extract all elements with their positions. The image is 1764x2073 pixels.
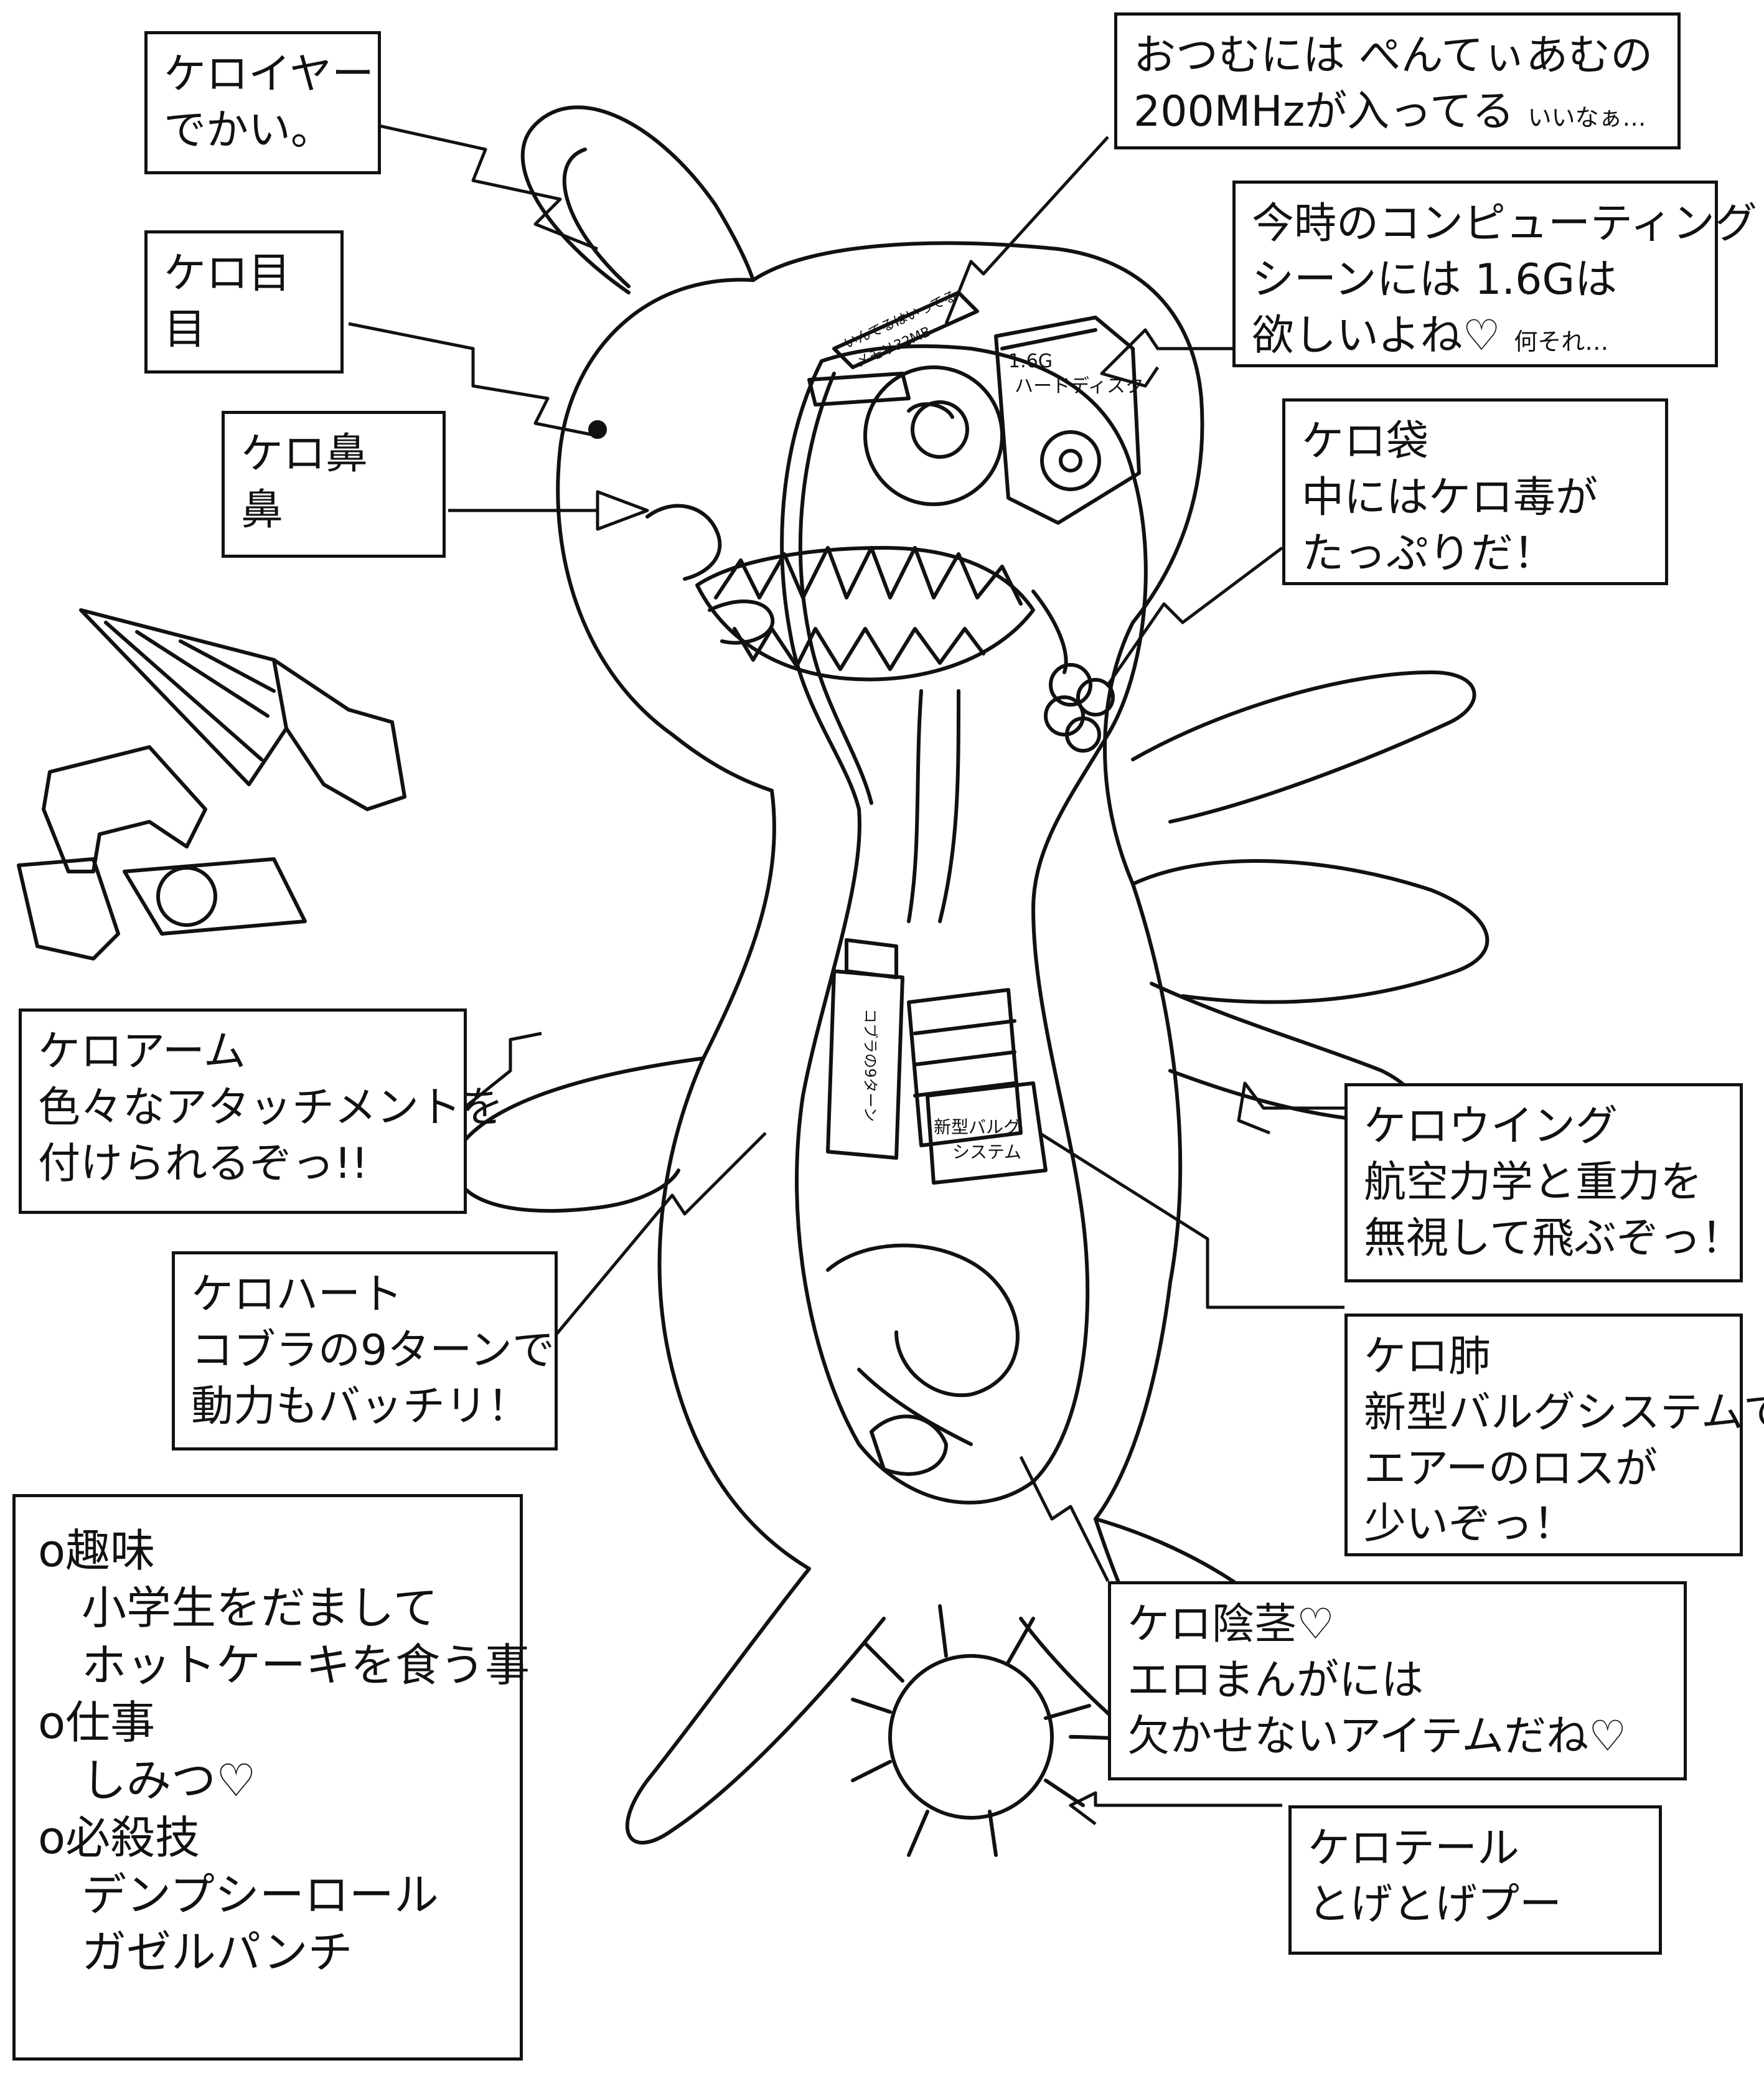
label-pouch-line1: ケロ袋 bbox=[1302, 417, 1429, 466]
scrotum bbox=[870, 1414, 948, 1476]
arrow-wing bbox=[1237, 1081, 1344, 1135]
bellows bbox=[907, 988, 1023, 1147]
motor-internal-label: コブラの9ターン bbox=[861, 1008, 879, 1122]
profile-item-hobby: o趣味 bbox=[38, 1525, 156, 1577]
nose-shape bbox=[645, 504, 722, 581]
label-wing-line1: ケロウイング bbox=[1364, 1102, 1618, 1151]
label-diaper-line1: おつむには ぺんてぃあむの bbox=[1133, 31, 1653, 80]
cavity-outline bbox=[780, 344, 1148, 1505]
profile-item-job: o仕事 bbox=[38, 1696, 156, 1749]
arrow-arm bbox=[447, 1032, 542, 1122]
label-heart: ケロハート コブラの9ターンで 動力もバッチリ！ bbox=[172, 1251, 558, 1450]
label-nose: ケロ鼻 鼻 bbox=[222, 411, 446, 558]
arrow-pouch bbox=[1106, 547, 1283, 686]
label-arm-line3: 付けられるぞっ!! bbox=[38, 1139, 368, 1188]
label-wing-line2: 航空力学と重力を bbox=[1364, 1157, 1703, 1207]
label-lung-line2: 新型バルグシステムで bbox=[1364, 1388, 1764, 1437]
label-arm-line1: ケロアーム bbox=[38, 1027, 246, 1076]
label-ear: ケロイヤー でかい。 bbox=[144, 31, 381, 174]
label-tail-line2: とげとげプー bbox=[1308, 1879, 1562, 1929]
head-outline bbox=[556, 278, 774, 792]
label-arm: ケロアーム 色々なアタッチメントを 付けられるぞっ!! bbox=[19, 1008, 504, 1214]
label-tail: ケロテール とげとげプー bbox=[1288, 1805, 1662, 1955]
label-hdd-note: 何それ… bbox=[1514, 327, 1609, 355]
tongue bbox=[708, 599, 775, 645]
claw-attachment bbox=[42, 745, 207, 873]
label-arm-line2: 色々なアタッチメントを bbox=[38, 1083, 504, 1132]
intestines bbox=[826, 1243, 1020, 1398]
label-heart-line2: コブラの9ターンで bbox=[191, 1325, 555, 1375]
label-diaper-line2: 200MHzが入ってる bbox=[1133, 87, 1514, 136]
label-heart-line3: 動力もバッチリ！ bbox=[191, 1381, 530, 1431]
hdd-internal-label-2: ハードディスク bbox=[1015, 375, 1144, 397]
label-wing-line3: 無視して飛ぶぞっ！ bbox=[1364, 1213, 1743, 1263]
label-penis-line2: エロまんがには bbox=[1127, 1655, 1424, 1705]
label-diaper: おつむには ぺんてぃあむの 200MHzが入ってる いいなぁ… bbox=[1114, 12, 1681, 149]
ear-inner bbox=[562, 148, 631, 288]
profile-item-move-2: ガゼルパンチ bbox=[82, 1926, 353, 1979]
label-lung-line1: ケロ肺 bbox=[1364, 1332, 1491, 1381]
label-lung-line4: 少いぞっ！ bbox=[1364, 1500, 1576, 1549]
label-wing: ケロウイング 航空力学と重力を 無視して飛ぶぞっ！ bbox=[1344, 1083, 1743, 1282]
label-ear-line1: ケロイヤー bbox=[164, 50, 374, 99]
memory-chip bbox=[832, 291, 979, 369]
leg-left bbox=[625, 1567, 886, 1845]
arrow-hdd bbox=[1100, 328, 1232, 388]
arrow-heart bbox=[547, 1132, 767, 1346]
label-pouch-line3: たっぷりだ！ bbox=[1302, 529, 1556, 578]
mouth bbox=[695, 546, 1035, 682]
profile-item-hobby-detail-2: ホットケーキを食う事 bbox=[82, 1639, 530, 1692]
throat-tube bbox=[907, 689, 923, 923]
profile-item-special-move: o必殺技 bbox=[38, 1811, 200, 1864]
bellows-internal-label-2: システム bbox=[952, 1142, 1021, 1162]
arrow-nose bbox=[448, 490, 649, 531]
tail-mace bbox=[888, 1654, 1054, 1820]
profile-item-move-1: デンプシーロール bbox=[82, 1868, 439, 1921]
label-hdd-line2: シーンには 1.6Gは bbox=[1252, 255, 1618, 304]
label-hdd-line3: 欲しいよね♡ bbox=[1252, 311, 1501, 360]
profile-box: o趣味 小学生をだまして ホットケーキを食う事 o仕事 しみつ♡ o必殺技 デン… bbox=[12, 1494, 530, 2061]
pouch-sack bbox=[1031, 590, 1068, 674]
label-lung: ケロ肺 新型バルグシステムで エアーのロスが 少いぞっ！ bbox=[1344, 1314, 1764, 1556]
body-outline bbox=[657, 789, 811, 1571]
ear-outline bbox=[520, 105, 755, 294]
profile-item-job-detail: しみつ♡ bbox=[82, 1754, 256, 1807]
label-ear-line2: でかい。 bbox=[164, 105, 334, 155]
arrow-eye bbox=[348, 322, 598, 438]
bellows-internal-label-1: 新型バルグ bbox=[934, 1117, 1021, 1137]
label-diaper-note: いいなぁ… bbox=[1527, 103, 1646, 131]
label-penis: ケロ陰茎♡ エロまんがには 欠かせないアイテムだね♡ bbox=[1108, 1581, 1687, 1780]
eyeball bbox=[863, 365, 1004, 506]
label-pouch: ケロ袋 中にはケロ毒が たっぷりだ！ bbox=[1282, 398, 1668, 585]
arrow-lung bbox=[1038, 1131, 1344, 1309]
label-tail-line1: ケロテール bbox=[1308, 1824, 1520, 1873]
label-nose-line1: ケロ鼻 bbox=[241, 430, 368, 479]
label-eye-line2: 目 bbox=[164, 304, 207, 354]
hdd-box bbox=[994, 316, 1141, 525]
label-eye: ケロ目 目 bbox=[144, 230, 344, 374]
wing-outline bbox=[1131, 858, 1490, 1004]
label-penis-line1: ケロ陰茎♡ bbox=[1127, 1600, 1335, 1649]
label-lung-line3: エアーのロスが bbox=[1364, 1444, 1658, 1493]
label-eye-line1: ケロ目 bbox=[164, 249, 291, 298]
eye-dot bbox=[588, 420, 607, 439]
profile-item-hobby-detail-1: 小学生をだまして bbox=[82, 1582, 438, 1635]
label-heart-line1: ケロハート bbox=[191, 1270, 403, 1319]
label-hdd: 今時のコンピューティング シーンには 1.6Gは 欲しいよね♡ 何それ… bbox=[1232, 181, 1757, 367]
label-pouch-line2: 中にはケロ毒が bbox=[1302, 472, 1598, 522]
hdd-internal-label-1: 1.6G bbox=[1008, 350, 1053, 372]
label-hdd-line1: 今時のコンピューティング bbox=[1252, 199, 1757, 248]
arrow-diaper bbox=[944, 136, 1109, 324]
arrow-ear bbox=[373, 123, 598, 251]
arrow-tail bbox=[1069, 1791, 1282, 1825]
label-penis-line3: 欠かせないアイテムだね♡ bbox=[1127, 1711, 1627, 1761]
label-nose-line2: 鼻 bbox=[241, 485, 284, 535]
arrow-penis bbox=[1019, 1455, 1110, 1582]
